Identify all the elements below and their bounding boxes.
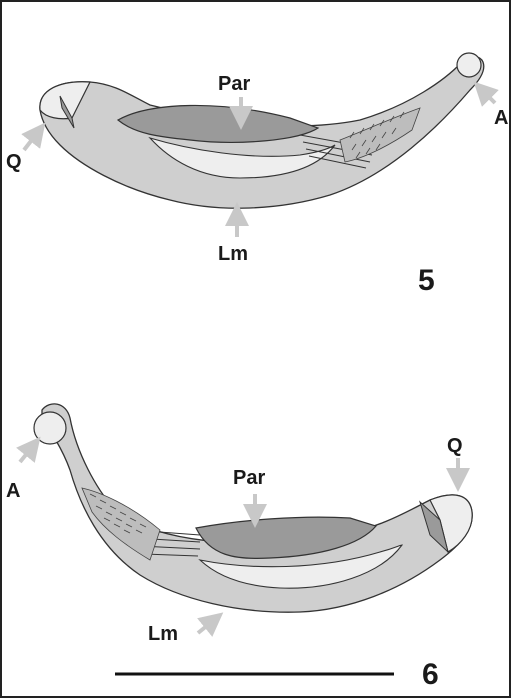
panel-number-6: 6 [422,658,439,691]
arrow-a-5 [482,90,495,103]
label-lm-5: Lm [218,243,248,265]
arrow-q-5 [24,132,38,150]
panel-5: Par Lm Q A 5 [6,53,508,297]
label-par-5: Par [218,73,250,95]
articular-head-6 [34,412,66,444]
panel-number-5: 5 [418,264,435,297]
label-lm-6: Lm [148,623,178,645]
panel-6: Par Lm Q A 6 [6,404,472,691]
arrow-a-6 [20,446,33,462]
label-q-6: Q [447,435,463,457]
label-a-6: A [6,480,20,502]
arrow-lm-6 [198,620,214,633]
label-a-5: A [494,107,508,129]
label-q-5: Q [6,151,22,173]
label-par-6: Par [233,467,265,489]
articular-head-5 [457,53,481,77]
